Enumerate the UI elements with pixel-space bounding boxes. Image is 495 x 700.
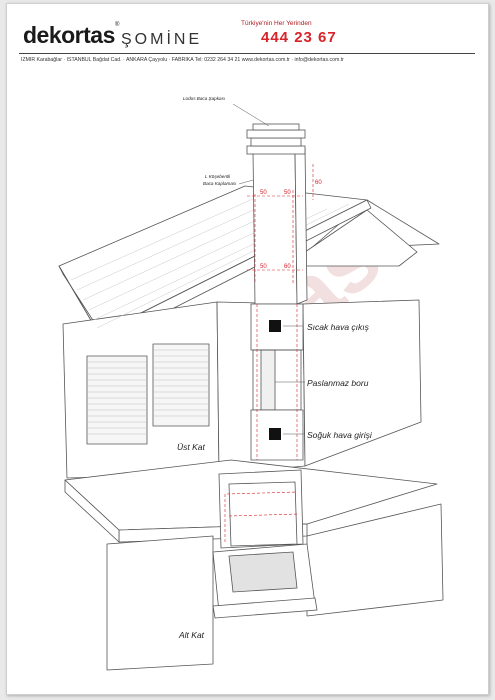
trademark-mark: ®: [115, 22, 120, 28]
dim-chimney-top-left: 50: [260, 190, 267, 196]
label-chimney-cap: Lodos Baca Şapkası: [183, 96, 226, 101]
window-shutter-right: [152, 343, 210, 427]
house-section-drawing: dekortas: [47, 103, 444, 671]
chimney-cap-base: [246, 145, 306, 155]
chimney-cap-mid: [250, 137, 302, 147]
brand-product: ŞOMİNE: [121, 31, 203, 48]
label-upper-floor: Üst Kat: [177, 442, 205, 452]
label-stainless-pipe: Paslanmaz boru: [307, 378, 369, 388]
page: dekortas ® ŞOMİNE Türkiye'nin Her Yerind…: [6, 3, 489, 695]
lower-wall-left: [106, 535, 214, 671]
upper-wall-right: [302, 299, 422, 467]
tagline: Türkiye'nin Her Yerinden: [241, 20, 312, 27]
chimney-stack: [252, 151, 298, 305]
chimney-stack-side: [294, 147, 308, 305]
floor-slab-side: [64, 479, 120, 543]
label-chimney-casing-line2: Baca Kaplaması: [203, 181, 237, 186]
dim-chimney-mid-left: 50: [260, 264, 267, 270]
dim-chimney-top-right: 50: [284, 190, 291, 196]
address-line: İZMİR Karabağlar · İSTANBUL Bağdat Cad. …: [21, 57, 344, 63]
dimension-lines: [224, 164, 314, 544]
shutter-slats: [87, 349, 209, 435]
chimney-cap-top: [246, 129, 306, 139]
cold-air-vent-icon: [269, 428, 281, 440]
stainless-pipe: [260, 349, 276, 411]
chimney-cap-crown: [252, 123, 300, 131]
window-shutter-left: [86, 355, 148, 445]
label-chimney-casing-line1: L Köşebentli: [205, 174, 231, 179]
fireplace-opening: [228, 551, 298, 593]
fireplace-hearth: [212, 597, 318, 619]
dim-chimney-mid-right: 60: [284, 264, 291, 270]
label-hot-air-outlet: Sıcak hava çıkış: [307, 322, 369, 332]
fireplace-hood: [228, 481, 298, 547]
label-lower-floor: Alt Kat: [179, 630, 205, 640]
phone-number: 444 23 67: [261, 29, 337, 46]
hot-air-vent-icon: [269, 320, 281, 332]
leader-lines: [232, 103, 305, 435]
lower-wall-right: [306, 503, 444, 617]
dim-chimney-top-side: 60: [315, 180, 322, 186]
label-cold-air-inlet: Soğuk hava girişi: [307, 430, 372, 440]
header-divider: [19, 53, 475, 54]
brand-name: dekortas: [23, 22, 115, 48]
